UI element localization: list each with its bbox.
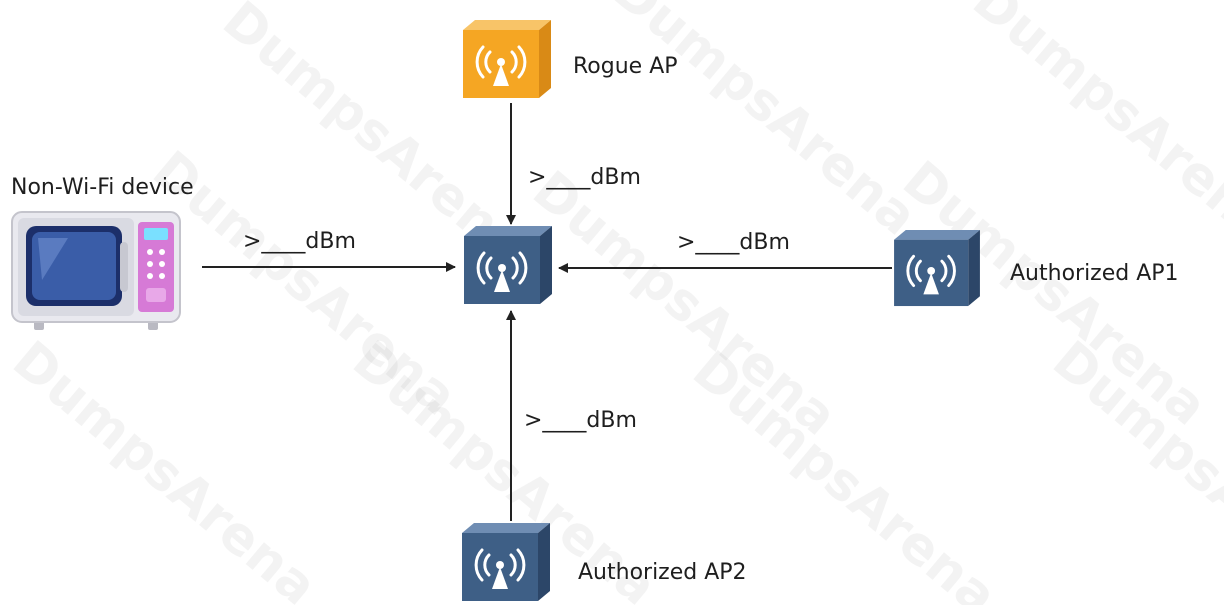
- threshold-label-non-wifi: >____dBm: [243, 229, 356, 254]
- access-point-icon: [894, 229, 980, 307]
- rogue-ap-label: Rogue AP: [573, 54, 678, 79]
- non-wifi-device-label: Non-Wi-Fi device: [11, 175, 194, 200]
- authorized-ap1-label: Authorized AP1: [1010, 261, 1179, 286]
- authorized-ap2-label: Authorized AP2: [578, 560, 747, 585]
- rogue-ap-node: [461, 18, 553, 100]
- access-point-icon: [462, 523, 550, 601]
- non-wifi-device-node: [8, 208, 184, 334]
- microwave-oven-icon: [11, 211, 181, 330]
- center-ap-node: [462, 224, 554, 306]
- threshold-label-rogue-ap: >____dBm: [528, 165, 641, 190]
- authorized-ap1-node: [892, 228, 982, 308]
- access-point-icon: [464, 226, 552, 304]
- authorized-ap2-node: [460, 521, 552, 603]
- threshold-label-authorized-ap1: >____dBm: [677, 230, 790, 255]
- access-point-icon: [463, 20, 551, 98]
- threshold-label-authorized-ap2: >____dBm: [524, 408, 637, 433]
